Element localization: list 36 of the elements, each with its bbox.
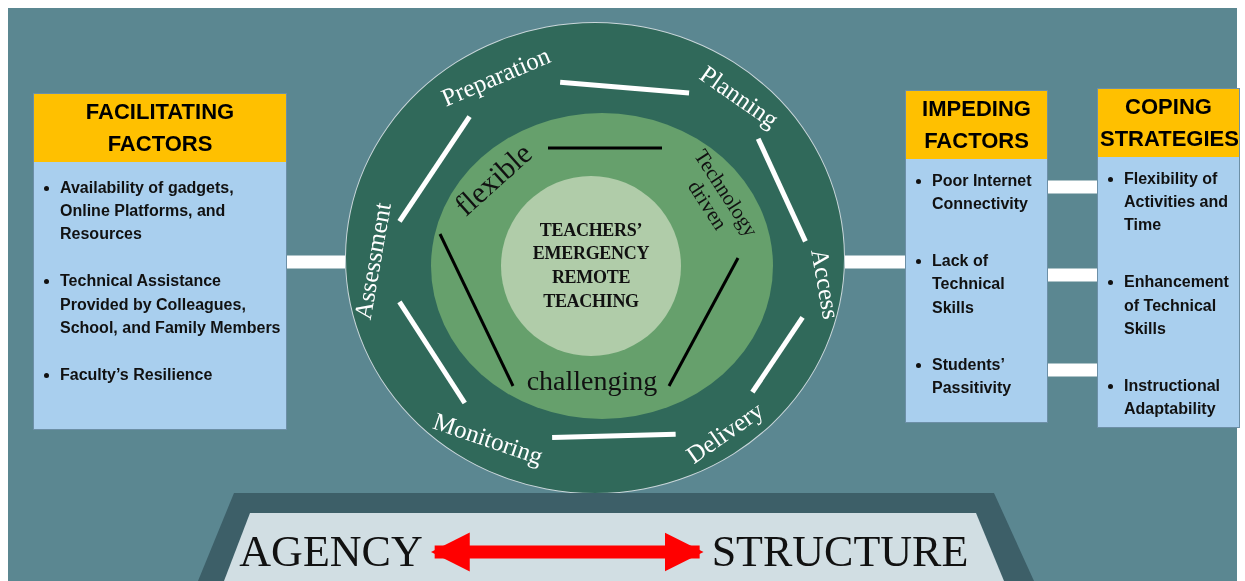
connector-bar — [844, 255, 905, 269]
bullet-text: Lack of Technical Skills — [932, 251, 1006, 318]
bullet-text: Students’ Passitivity — [932, 354, 1013, 398]
stage-label: Access — [805, 246, 845, 322]
connector-bar — [1048, 363, 1097, 377]
info-card — [33, 93, 287, 430]
info-card — [905, 90, 1048, 423]
connector-line — [755, 137, 808, 243]
card-header: COPING STRATEGIES — [1098, 89, 1239, 157]
connector-line — [750, 316, 805, 394]
stage-label: Assessment — [349, 200, 397, 322]
card-header: FACILITATING FACTORS — [34, 94, 286, 162]
connector-line — [559, 79, 690, 96]
connector-bar — [1048, 268, 1097, 282]
bullet-text: Faculty’s Resilience — [60, 364, 214, 385]
connector-line — [397, 300, 467, 405]
trait-label: challenging — [526, 366, 658, 396]
connector-line — [548, 146, 662, 150]
info-card — [1097, 88, 1240, 428]
bullet-text: Availability of gadgets, Online Platforms, and Resources — [60, 177, 235, 245]
connector-line — [438, 233, 515, 387]
bullet-text: Enhancement of Technical Skills — [1124, 272, 1230, 339]
double-arrow — [430, 532, 704, 572]
connector-bar — [1048, 180, 1097, 194]
band-label: STRUCTURE — [711, 528, 969, 576]
bullet-text: Poor Internet Connectivity — [932, 170, 1033, 214]
connector-line — [397, 115, 472, 223]
connector-bar — [287, 255, 346, 269]
bullet-text: Technical Assistance Provided by Colleagues, School, and Family Members — [60, 271, 282, 338]
bullet-text: Instructional Adaptability — [1124, 375, 1221, 420]
connector-line — [667, 257, 740, 387]
center-title: TEACHERS’ EMERGENCY REMOTE TEACHING — [531, 218, 651, 313]
band-label: AGENCY — [239, 528, 423, 576]
card-header: IMPEDING FACTORS — [906, 91, 1047, 159]
connector-line — [552, 431, 676, 440]
bullet-text: Flexibility of Activities and Time — [1124, 168, 1230, 236]
